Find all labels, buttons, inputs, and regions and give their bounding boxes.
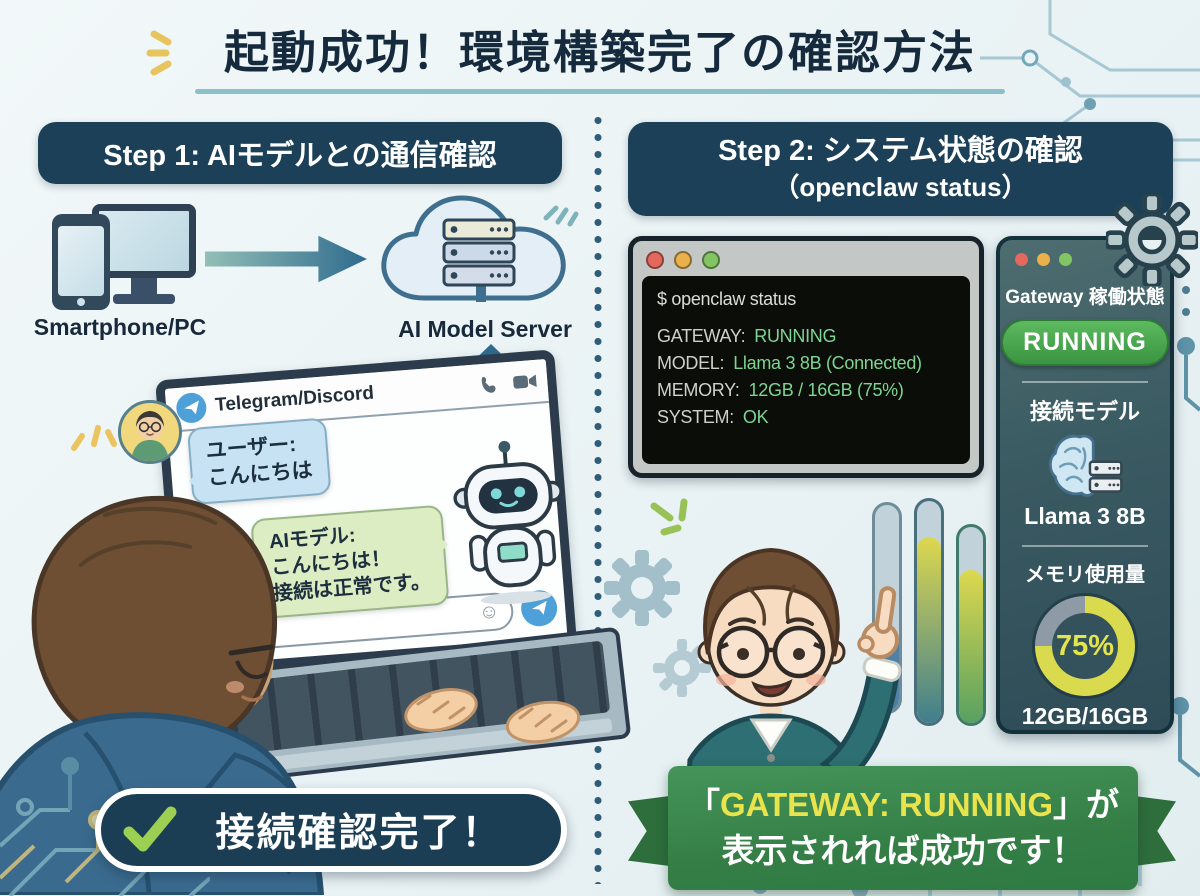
success-ribbon: 「GATEWAY: RUNNING」が 表示されれば成功です！ [668, 766, 1138, 890]
model-name: Llama 3 8B [1024, 503, 1146, 530]
circuit-decoration-right-bottom [1171, 697, 1200, 778]
circuit-decoration-right-mid [1177, 264, 1200, 412]
memory-donut-chart: 75% [1035, 596, 1135, 697]
cloud-server-icon [381, 195, 566, 302]
panel-maximize-light[interactable] [1059, 253, 1072, 266]
chat-header: Telegram/Discord [164, 358, 550, 433]
memory-usage-label: メモリ使用量 [1025, 564, 1145, 587]
person-pointing-illustration [685, 547, 902, 792]
connected-model-label: 接続モデル [1029, 398, 1140, 424]
ribbon-line2: 表示されれば成功です！ [721, 832, 1085, 869]
terminal-row-gateway: GATEWAY:RUNNING [657, 326, 837, 346]
gauge-2 [914, 498, 944, 726]
smartphone-home-dot [77, 298, 85, 306]
badge-text: 接続確認完了！ [215, 812, 503, 855]
memory-percent: 75% [1055, 629, 1115, 662]
robot-icon [453, 440, 563, 605]
server-label: AI Model Server [398, 316, 572, 342]
ribbon-bracket-close: 」が [1053, 785, 1120, 823]
sparkle-icon-cloud [543, 205, 579, 227]
devices-label: Smartphone/PC [33, 314, 207, 340]
terminal-traffic-lights [642, 247, 970, 273]
checkmark-icon [123, 806, 177, 852]
telegram-icon [175, 391, 208, 425]
connection-success-badge: 接続確認完了！ [95, 788, 567, 872]
panel-close-light[interactable] [1015, 253, 1028, 266]
terminal-window: $ openclaw status GATEWAY:RUNNING MODEL:… [628, 236, 984, 478]
terminal-row-system: SYSTEM:OK [657, 407, 769, 427]
terminal-row-memory: MEMORY:12GB / 16GB (75%) [657, 380, 904, 400]
send-button[interactable] [519, 588, 559, 628]
gauge-3 [956, 524, 986, 726]
monitor-base [113, 294, 175, 304]
step1-header: Step 1: AIモデルとの通信確認 [38, 122, 562, 184]
laptop-illustration: Telegram/Discord + | ☺ ユーザー: こんにちは [131, 335, 632, 794]
video-call-icon[interactable] [512, 372, 538, 392]
terminal-row-model: MODEL:Llama 3 8B (Connected) [657, 353, 922, 373]
step2-header-line2: （openclaw status） [773, 171, 1028, 202]
right-hand-illustration [505, 700, 581, 744]
status-panel: Gateway 稼働状態 RUNNING 接続モデル Llama 3 8B メモ… [996, 236, 1174, 734]
smartphone-icon [52, 214, 110, 310]
brain-server-icon [1048, 434, 1123, 497]
running-status-badge: RUNNING [1001, 319, 1169, 366]
memory-donut-ring [1035, 596, 1135, 697]
chat-window: Telegram/Discord + | ☺ [155, 349, 578, 676]
left-hand-illustration [404, 688, 478, 732]
ribbon-line1: 「GATEWAY: RUNNING」が [687, 782, 1119, 828]
sparkle-icon-person1 [71, 425, 117, 451]
minimize-light[interactable] [674, 251, 692, 269]
terminal-screen[interactable]: $ openclaw status GATEWAY:RUNNING MODEL:… [642, 276, 970, 464]
close-light[interactable] [646, 251, 664, 269]
step2-header: Step 2: システム状態の確認 （openclaw status） [628, 122, 1173, 216]
call-icon[interactable] [479, 373, 502, 396]
chat-input-row: + | ☺ [190, 585, 559, 658]
ribbon-highlight: GATEWAY: RUNNING [719, 785, 1054, 823]
terminal-command: $ openclaw status [657, 289, 796, 309]
maximize-light[interactable] [702, 251, 720, 269]
panel-traffic-lights [1015, 253, 1072, 266]
gauge-3-fill [959, 570, 983, 723]
sparkle-icon-person2 [650, 498, 688, 536]
memory-detail: 12GB/16GB [1021, 703, 1149, 730]
step1-header-label: Step 1: AIモデルとの通信確認 [103, 140, 497, 172]
gauge-2-fill [917, 536, 941, 723]
user-avatar [118, 400, 182, 464]
sparkle-icon [146, 30, 172, 76]
page-title-block: 起動成功！環境構築完了の確認方法 [0, 16, 1200, 94]
gear-icon [1106, 194, 1198, 286]
monitor-stand [131, 278, 157, 294]
ribbon-bracket-open: 「 [686, 785, 720, 823]
smartphone-screen [58, 226, 104, 296]
page-title: 起動成功！環境構築完了の確認方法 [223, 27, 976, 78]
arrow-right-icon [205, 235, 367, 283]
title-underline [195, 89, 1005, 94]
step2-header-line1: Step 2: システム状態の確認 [718, 135, 1083, 168]
panel-minimize-light[interactable] [1037, 253, 1050, 266]
gateway-status-label: Gateway 稼働状態 [1005, 287, 1165, 308]
panel-divider-1 [1022, 381, 1148, 383]
chat-app-title: Telegram/Discord [214, 382, 375, 417]
panel-divider-2 [1022, 545, 1148, 548]
chat-header-icons [479, 370, 538, 395]
